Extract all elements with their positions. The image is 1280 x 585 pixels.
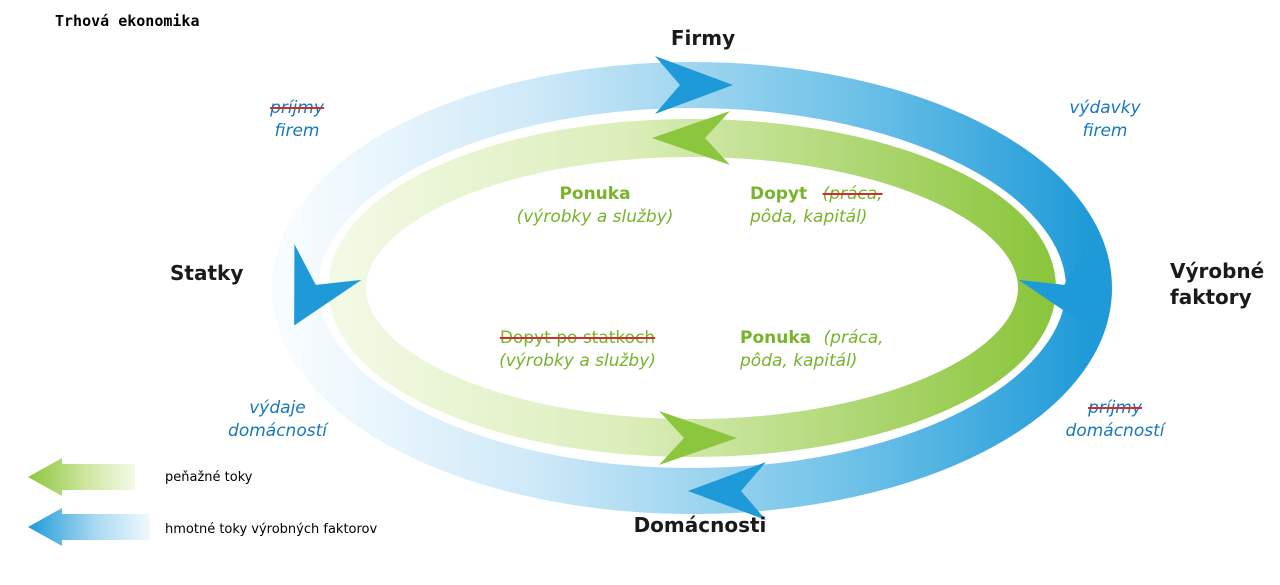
node-factors: Výrobné faktory	[1170, 258, 1264, 310]
market-label-supply-factors-line1: Ponuka (práca,	[740, 327, 884, 350]
flow-label-firm-expenses-line1: výdavky	[1069, 98, 1141, 118]
market-label-supply-goods-title: Ponuka	[559, 184, 631, 204]
material-flow-arrow-top	[655, 56, 733, 114]
money-flow-arrow-top	[652, 111, 730, 165]
flow-label-firm-income: príjmy firem	[217, 97, 377, 143]
money-flow-arrow-bottom	[659, 411, 737, 465]
diagram-title: Trhová ekonomika	[55, 12, 200, 30]
flow-label-household-income-line2: domácností	[1065, 421, 1165, 441]
market-label-demand-factors-title: Dopyt	[750, 184, 808, 204]
flow-label-firm-income-struck: príjmy	[270, 98, 324, 118]
market-label-demand-goods: Dopyt po statkoch (výrobky a služby)	[455, 327, 700, 373]
material-flow-arrow-right	[1018, 244, 1086, 326]
flow-label-household-expenses-line1: výdaje	[249, 398, 306, 418]
market-label-supply-goods-line2: (výrobky a služby)	[516, 207, 674, 227]
flow-label-firm-expenses: výdavky firem	[1025, 97, 1185, 143]
market-label-demand-factors-line1: Dopyt (práca,	[750, 183, 883, 206]
legend-money-label: peňažné toky	[165, 470, 253, 485]
flow-label-firm-expenses-line2: firem	[1082, 121, 1128, 141]
market-label-demand-factors-line2: pôda, kapitál)	[750, 207, 868, 227]
node-factors-line1: Výrobné	[1170, 259, 1265, 283]
market-label-supply-factors-title: Ponuka	[740, 328, 812, 348]
legend-material-label: hmotné toky výrobných faktorov	[165, 522, 378, 537]
node-goods: Statky	[170, 261, 244, 285]
market-label-demand-factors-struck: (práca,	[822, 184, 883, 204]
flow-label-household-expenses-line2: domácností	[228, 421, 327, 441]
flow-label-firm-income-line1: príjmy	[217, 97, 377, 120]
flow-label-household-income-struck: príjmy	[1088, 398, 1142, 418]
node-firms: Firmy	[670, 26, 736, 50]
node-factors-line2: faktory	[1170, 285, 1252, 309]
market-label-demand-goods-line1: Dopyt po statkoch	[455, 327, 700, 350]
market-label-demand-goods-struck: Dopyt po statkoch	[499, 328, 656, 348]
money-flow-legend-arrow	[28, 458, 135, 496]
market-label-demand-goods-line2: (výrobky a služby)	[499, 351, 656, 371]
material-flow-arrow-left	[294, 244, 362, 326]
market-label-supply-factors: Ponuka (práca, pôda, kapitál)	[740, 327, 884, 373]
material-flow-arrow-bottom	[688, 462, 766, 520]
flow-label-household-income: príjmy domácností	[1020, 397, 1210, 443]
flow-label-household-expenses: výdaje domácností	[190, 397, 365, 443]
market-label-supply-goods: Ponuka (výrobky a služby)	[490, 183, 700, 229]
market-label-supply-factors-line2: pôda, kapitál)	[740, 351, 858, 371]
flow-label-firm-income-line2: firem	[274, 121, 320, 141]
market-label-supply-factors-detail: (práca,	[823, 328, 884, 348]
material-flow-legend-arrow	[28, 508, 150, 546]
market-label-demand-factors: Dopyt (práca, pôda, kapitál)	[750, 183, 883, 229]
node-households: Domácnosti	[633, 513, 767, 537]
flow-label-household-income-line1: príjmy	[1020, 397, 1210, 420]
